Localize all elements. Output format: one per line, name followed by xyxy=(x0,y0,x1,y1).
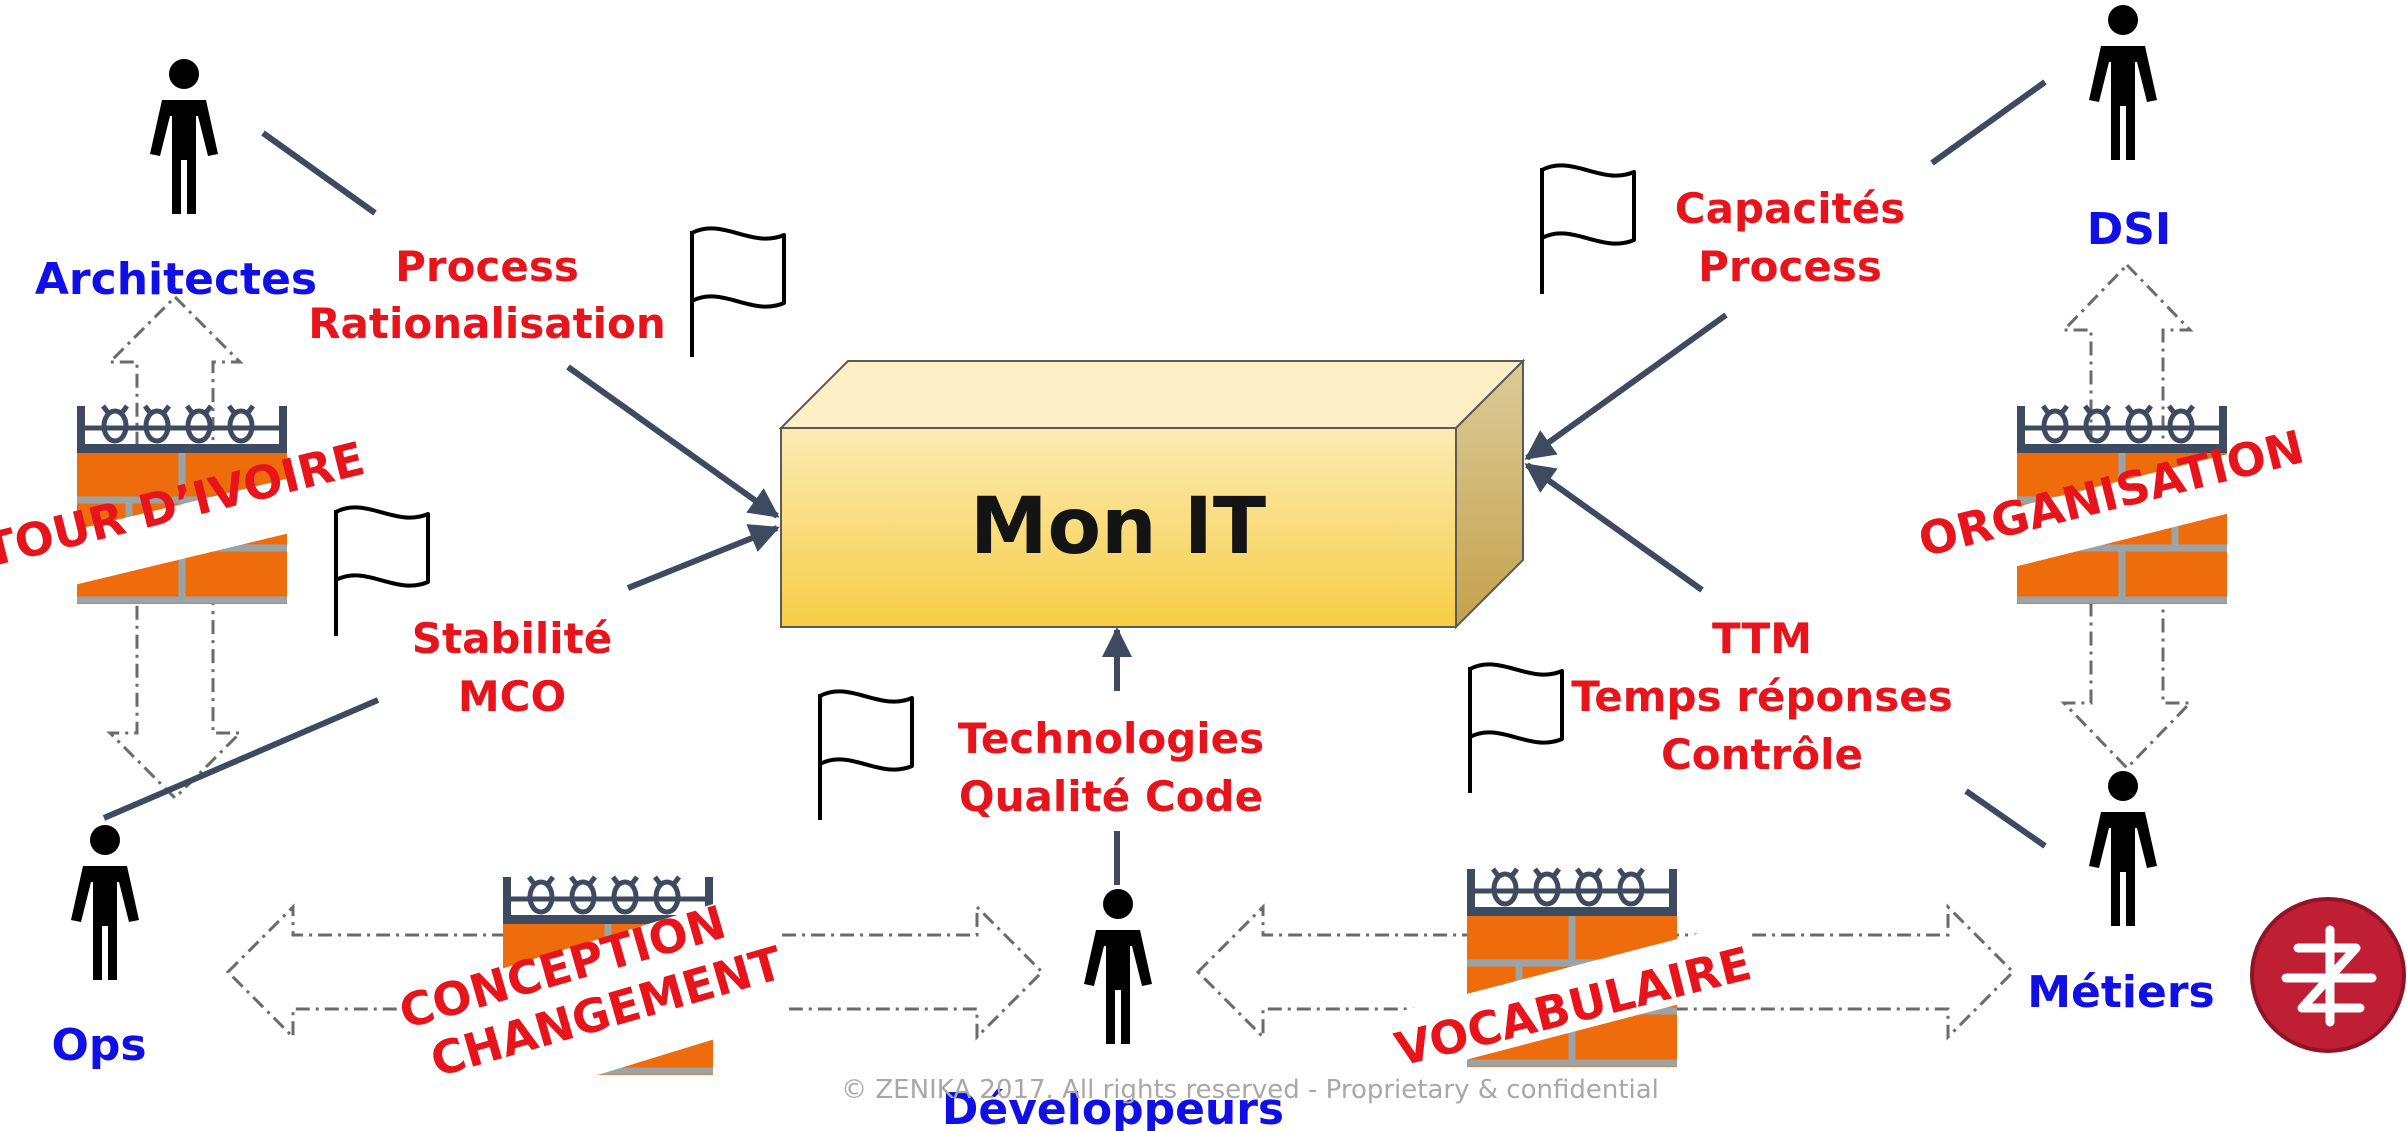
actor-label-metiers: Métiers xyxy=(2027,967,2214,1018)
connector-dsi xyxy=(1930,79,2047,166)
concern-metiers-1: TTM xyxy=(1712,614,1812,663)
arrow-ops-to-system xyxy=(626,524,780,591)
connector-ops xyxy=(102,697,380,821)
concern-ops-1: Stabilité xyxy=(412,614,612,663)
separation-arrow-dsi-metiers xyxy=(2060,262,2194,771)
wall-band-conception xyxy=(400,886,790,1130)
concern-dsi-2: Process xyxy=(1698,242,1882,291)
flag-icon xyxy=(1468,662,1564,795)
concern-architectes-2: Rationalisation xyxy=(308,299,666,348)
system-title: Mon IT xyxy=(970,482,1266,572)
concern-metiers-3: Contrôle xyxy=(1661,730,1863,779)
actor-label-architectes: Architectes xyxy=(35,254,317,305)
person-icon xyxy=(2089,5,2157,160)
connector-metiers xyxy=(1964,788,2047,849)
concern-developpeurs-1: Technologies xyxy=(958,714,1264,763)
system-box: Mon IT xyxy=(778,358,1526,630)
wall-band-vocabulaire xyxy=(1390,921,1760,1076)
connector-architectes xyxy=(261,130,377,216)
actor-label-developpeurs: Développeurs xyxy=(942,1084,1284,1131)
zenika-logo-icon xyxy=(2250,897,2406,1053)
concern-ops-2: MCO xyxy=(458,672,566,721)
footer-copyright: © ZENIKA 2017. All rights reserved - Pro… xyxy=(841,1075,1659,1105)
arrow-metiers-to-system xyxy=(1524,462,1704,593)
actor-label-ops: Ops xyxy=(51,1020,146,1071)
actor-label-dsi: DSI xyxy=(2087,204,2172,255)
separation-arrow-architectes-ops xyxy=(106,294,244,801)
flag-icon xyxy=(690,226,786,359)
concern-architectes-1: Process xyxy=(395,242,579,291)
arrow-dsi-to-system xyxy=(1524,312,1728,461)
flag-icon xyxy=(818,689,914,822)
arrow-architectes-to-system xyxy=(566,364,780,519)
concern-developpeurs-2: Qualité Code xyxy=(959,772,1263,821)
flag-icon xyxy=(1540,163,1636,296)
person-icon xyxy=(150,59,218,214)
wall-band-organisation xyxy=(1920,437,2310,587)
person-icon xyxy=(71,825,139,980)
person-icon xyxy=(1084,889,1152,1044)
concern-metiers-2: Temps réponses xyxy=(1571,672,1953,721)
wall-band-tour-divoire xyxy=(0,466,352,600)
person-icon xyxy=(2089,771,2157,926)
concern-dsi-1: Capacités xyxy=(1675,184,1905,233)
